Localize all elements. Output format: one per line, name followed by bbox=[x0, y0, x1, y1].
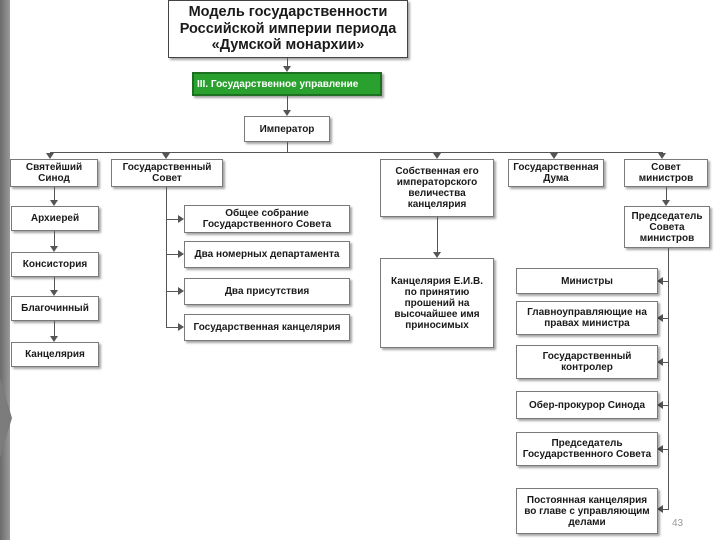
arrow bbox=[178, 250, 184, 258]
arrow bbox=[657, 505, 663, 513]
connector bbox=[54, 321, 55, 336]
ministers-item: Государственный контролер bbox=[516, 345, 658, 379]
arrow bbox=[46, 153, 54, 159]
arrow bbox=[657, 358, 663, 366]
section-header: III. Государственное управление bbox=[192, 72, 382, 96]
arrow bbox=[662, 200, 670, 206]
synod-item: Благочинный bbox=[11, 296, 99, 321]
connector bbox=[662, 281, 668, 282]
ministers-item: Постоянная канцелярия во главе с управля… bbox=[516, 488, 658, 534]
connector bbox=[54, 187, 55, 201]
connector bbox=[287, 58, 288, 68]
petitions-chancellery-box: Канцелярия Е.И.В. по принятию прошений н… bbox=[380, 258, 494, 348]
emperor-box: Император bbox=[244, 116, 330, 142]
connector bbox=[54, 277, 55, 291]
arrow bbox=[162, 153, 170, 159]
synod-item: Архиерей bbox=[11, 206, 99, 231]
connector bbox=[287, 96, 288, 110]
connector bbox=[662, 509, 668, 510]
connector bbox=[668, 248, 669, 510]
arrow bbox=[50, 336, 58, 342]
state-duma-box: Государственная Дума bbox=[508, 159, 604, 187]
arrow bbox=[178, 287, 184, 295]
council-item: Два номерных департамента bbox=[184, 241, 350, 268]
connector bbox=[54, 231, 55, 246]
synod-item: Консистория bbox=[11, 252, 99, 277]
arrow bbox=[50, 290, 58, 296]
slide-side-strip bbox=[0, 0, 10, 540]
arrow bbox=[433, 153, 441, 159]
imperial-chancellery-box: Собственная его императорского величеств… bbox=[380, 159, 494, 217]
connector bbox=[166, 291, 180, 292]
connector bbox=[662, 405, 668, 406]
connector bbox=[662, 318, 668, 319]
ministers-item: Обер-прокурор Синода bbox=[516, 391, 658, 419]
arrow bbox=[658, 153, 666, 159]
arrow bbox=[178, 323, 184, 331]
connector bbox=[166, 327, 180, 328]
state-council-box: Государственный Совет bbox=[111, 159, 223, 187]
arrow bbox=[50, 246, 58, 252]
arrow bbox=[178, 215, 184, 223]
connector bbox=[287, 142, 288, 152]
ministers-item: Председатель Государственного Совета bbox=[516, 432, 658, 466]
top-bus-line bbox=[50, 152, 662, 153]
diagram-title: Модель государственности Российской импе… bbox=[168, 0, 408, 58]
council-item: Государственная канцелярия bbox=[184, 314, 350, 341]
arrow bbox=[433, 252, 441, 258]
holy-synod-box: Святейший Синод bbox=[10, 159, 98, 187]
ministers-item: Министры bbox=[516, 268, 658, 294]
council-item: Общее собрание Государственного Совета bbox=[184, 205, 350, 233]
ministers-chairman-box: Председатель Совета министров bbox=[624, 206, 710, 248]
arrow bbox=[657, 277, 663, 285]
arrow bbox=[657, 314, 663, 322]
slide-side-notch bbox=[0, 378, 12, 458]
council-of-ministers-box: Совет министров bbox=[624, 159, 708, 187]
arrow bbox=[50, 200, 58, 206]
arrow bbox=[550, 153, 558, 159]
connector bbox=[166, 219, 180, 220]
page-number: 43 bbox=[672, 518, 684, 529]
arrow bbox=[657, 401, 663, 409]
connector bbox=[166, 187, 167, 328]
connector bbox=[437, 217, 438, 253]
arrow bbox=[283, 66, 291, 72]
arrow bbox=[283, 110, 291, 116]
council-item: Два присутствия bbox=[184, 278, 350, 305]
connector bbox=[662, 362, 668, 363]
ministers-item: Главноуправляющие на правах министра bbox=[516, 301, 658, 335]
connector bbox=[166, 254, 180, 255]
connector bbox=[662, 449, 668, 450]
synod-item: Канцелярия bbox=[11, 342, 99, 367]
connector bbox=[666, 187, 667, 202]
arrow bbox=[657, 445, 663, 453]
